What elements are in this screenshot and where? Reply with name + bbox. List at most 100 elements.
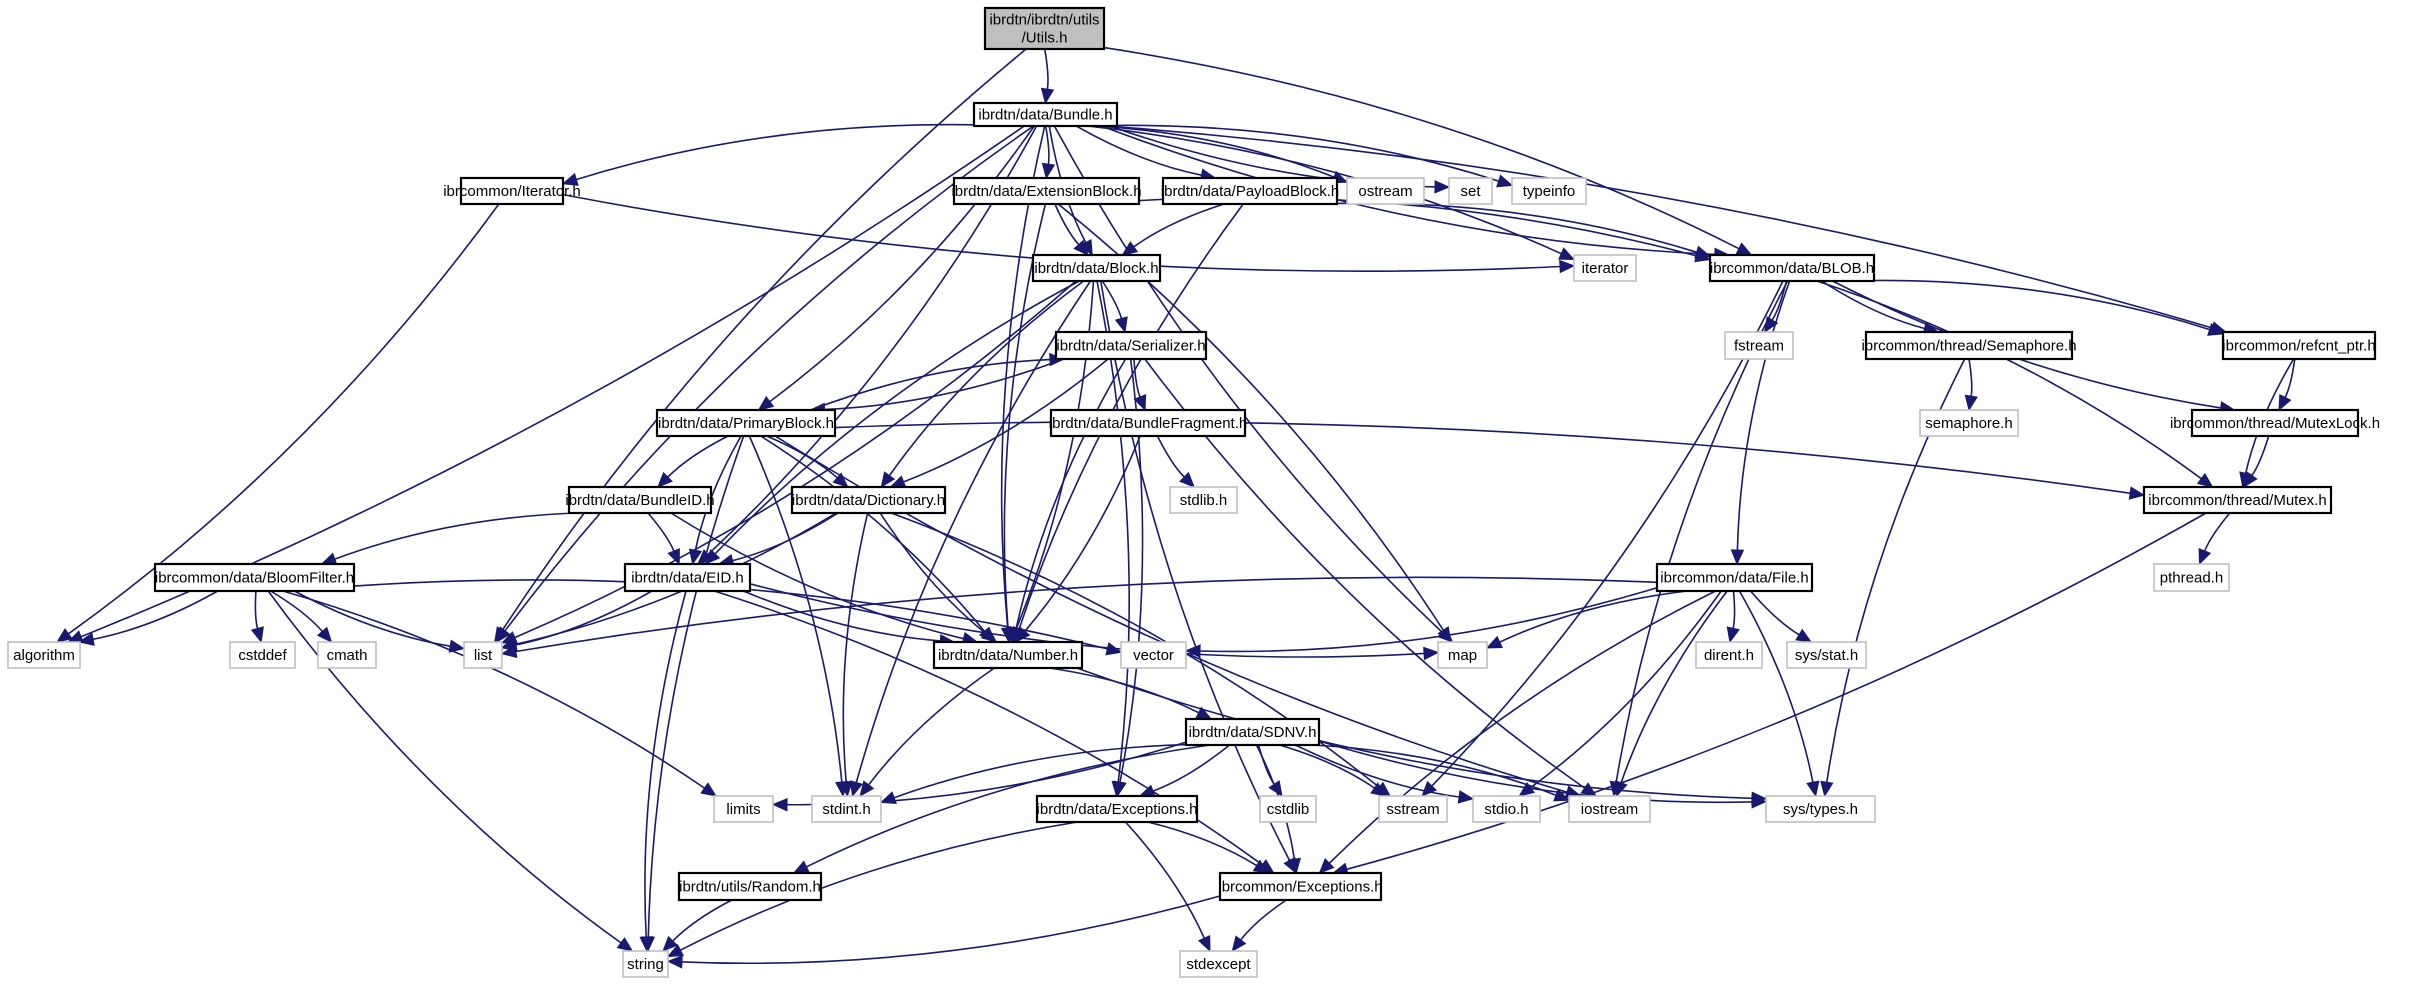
arrowhead-primary-to-dictionary (832, 472, 849, 488)
arrowhead-bundle-to-primary (757, 395, 775, 411)
node-serializer[interactable]: ibrdtn/data/Serializer.h (1054, 330, 1208, 361)
node-label: list (474, 647, 493, 664)
node-fstream: fstream (1724, 331, 1794, 360)
node-primary[interactable]: ibrdtn/data/PrimaryBlock.h (655, 408, 837, 438)
arrowhead-mutex-to-pthread (2198, 548, 2212, 566)
arrowhead-sdnv-to-exc_common (1287, 857, 1301, 875)
node-box (713, 795, 774, 823)
node-box (1864, 330, 2074, 361)
node-box (2221, 330, 2377, 361)
node-box (317, 641, 377, 669)
node-label: ibrcommon/Iterator.h (443, 183, 581, 200)
node-label: iterator (1582, 260, 1629, 277)
edge-file-to-map (1499, 590, 1688, 643)
node-label: ibrcommon/thread/Semaphore.h (1861, 337, 2076, 354)
edge-bundle-to-map (1053, 125, 1443, 633)
node-iter-h[interactable]: ibrcommon/Iterator.h (443, 176, 581, 206)
node-label: /Utils.h (1022, 29, 1068, 46)
node-dictionary[interactable]: ibrdtn/data/Dictionary.h (790, 485, 947, 515)
edge-exc_common-to-stdexcept (1240, 899, 1287, 941)
arrowhead-sdnv-to-sstream (1370, 782, 1387, 797)
node-payload[interactable]: ibrdtn/data/PayloadBlock.h (1161, 176, 1339, 206)
edge-block-to-list (514, 280, 1077, 639)
arrowhead-file-to-stdio (1518, 781, 1535, 797)
node-label: ibrcommon/Exceptions.h (1218, 878, 1382, 895)
node-box (463, 641, 503, 669)
edge-bundle-to-blob (1101, 125, 1715, 256)
node-exc-common[interactable]: ibrcommon/Exceptions.h (1218, 871, 1383, 902)
node-cmath: cmath (317, 641, 377, 669)
node-stdint: stdint.h (811, 795, 882, 823)
edge-exc_dtn-to-stdexcept (1124, 821, 1206, 939)
node-label: ibrdtn/data/EID.h (631, 569, 744, 586)
arrowhead-bundle-to-iter_h (561, 172, 579, 186)
arrowhead-file-to-iostream (1614, 780, 1628, 798)
node-label: iostream (1581, 801, 1639, 818)
node-blob[interactable]: ibrcommon/data/BLOB.h (1708, 253, 1876, 283)
edge-blob-to-mutex (1816, 280, 2202, 480)
node-refcnt[interactable]: ibrcommon/refcnt_ptr.h (2221, 330, 2377, 361)
node-mutex[interactable]: ibrcommon/thread/Mutex.h (2142, 485, 2333, 515)
edge-eid-to-string (644, 590, 687, 938)
node-label: sstream (1386, 801, 1439, 818)
arrowhead-iter_h-to-algorithm (56, 628, 73, 643)
node-box (567, 485, 713, 515)
edge-serializer-to-dictionary (903, 358, 1109, 483)
node-box (1035, 794, 1199, 824)
node-mutexlock[interactable]: ibrcommon/thread/MutexLock.h (2170, 408, 2380, 438)
node-sdnv[interactable]: ibrdtn/data/SDNV.h (1184, 717, 1321, 747)
node-utils[interactable]: ibrdtn/ibrdtn/utils/Utils.h (983, 6, 1106, 51)
edge-serializer-to-primary (824, 358, 1065, 411)
node-box (790, 485, 947, 515)
node-eid[interactable]: ibrdtn/data/EID.h (623, 562, 752, 593)
node-bundle[interactable]: ibrdtn/data/Bundle.h (972, 101, 1119, 128)
edge-eid-to-map (749, 583, 1425, 658)
edge-block-to-serializer (1101, 280, 1123, 319)
node-bloom[interactable]: ibrcommon/data/BloomFilter.h (153, 562, 356, 593)
edge-blob-to-semaphore_h (1821, 280, 1925, 330)
arrowhead-extblock-to-block (1073, 239, 1089, 256)
edge-number-to-sdnv (1049, 667, 1200, 714)
edge-bloom-to-string (267, 590, 622, 944)
node-extblock[interactable]: ibrdtn/data/ExtensionBlock.h (951, 176, 1142, 206)
arrowhead-mutexlock-to-mutex (2243, 471, 2258, 489)
arrowhead-sdnv-to-random (792, 860, 810, 874)
arrowhead-sdnv-to-stdint (879, 791, 897, 804)
edge-iter_h-to-algorithm (68, 203, 500, 635)
edge-serializer-to-fragment (1133, 358, 1141, 398)
arrowhead-bundle-to-list (495, 626, 511, 644)
arrowhead-blob-to-mutex (2196, 472, 2214, 488)
node-bundleid[interactable]: ibrdtn/data/BundleID.h (565, 485, 715, 515)
arrowhead-random-to-string (662, 935, 678, 952)
edge-primary-to-mutex (834, 421, 2131, 494)
node-algorithm: algorithm (7, 641, 81, 669)
edge-file-to-systypes (1738, 590, 1814, 783)
edge-bundle-to-typeinfo (1116, 124, 1499, 182)
arrowhead-block-to-eid (704, 548, 721, 565)
arrowhead-eid-to-map (1423, 646, 1440, 661)
node-random[interactable]: ibrdtn/utils/Random.h (677, 871, 823, 902)
node-exc-dtn[interactable]: ibrdtn/data/Exceptions.h (1035, 794, 1199, 824)
node-block[interactable]: ibrdtn/data/Block.h (1031, 253, 1162, 283)
node-label: dirent.h (1704, 647, 1754, 664)
node-vector: vector (1120, 641, 1187, 669)
node-box (972, 101, 1119, 128)
edge-bundle-to-iter_h (576, 123, 975, 181)
arrowhead-file-to-list (500, 644, 518, 659)
node-box (1049, 408, 1247, 438)
node-box (677, 871, 823, 902)
node-semaphore-h[interactable]: ibrcommon/thread/Semaphore.h (1861, 330, 2077, 361)
edge-bundle-to-primary (769, 125, 1035, 403)
node-stdexcept: stdexcept (1179, 950, 1258, 978)
node-label: ibrcommon/thread/Mutex.h (2148, 492, 2326, 509)
arrowhead-file-to-exc_common (1318, 858, 1335, 874)
node-fragment[interactable]: ibrdtn/data/BundleFragment.h (1049, 408, 1247, 438)
node-box (811, 795, 882, 823)
node-number[interactable]: ibrdtn/data/Number.h (932, 640, 1084, 670)
node-file[interactable]: ibrcommon/data/File.h (1655, 562, 1814, 593)
node-label: ibrdtn/utils/Random.h (679, 878, 821, 895)
node-box (1218, 871, 1383, 902)
node-sstream: sstream (1378, 795, 1448, 823)
node-label: ibrdtn/data/ExtensionBlock.h (951, 183, 1141, 200)
